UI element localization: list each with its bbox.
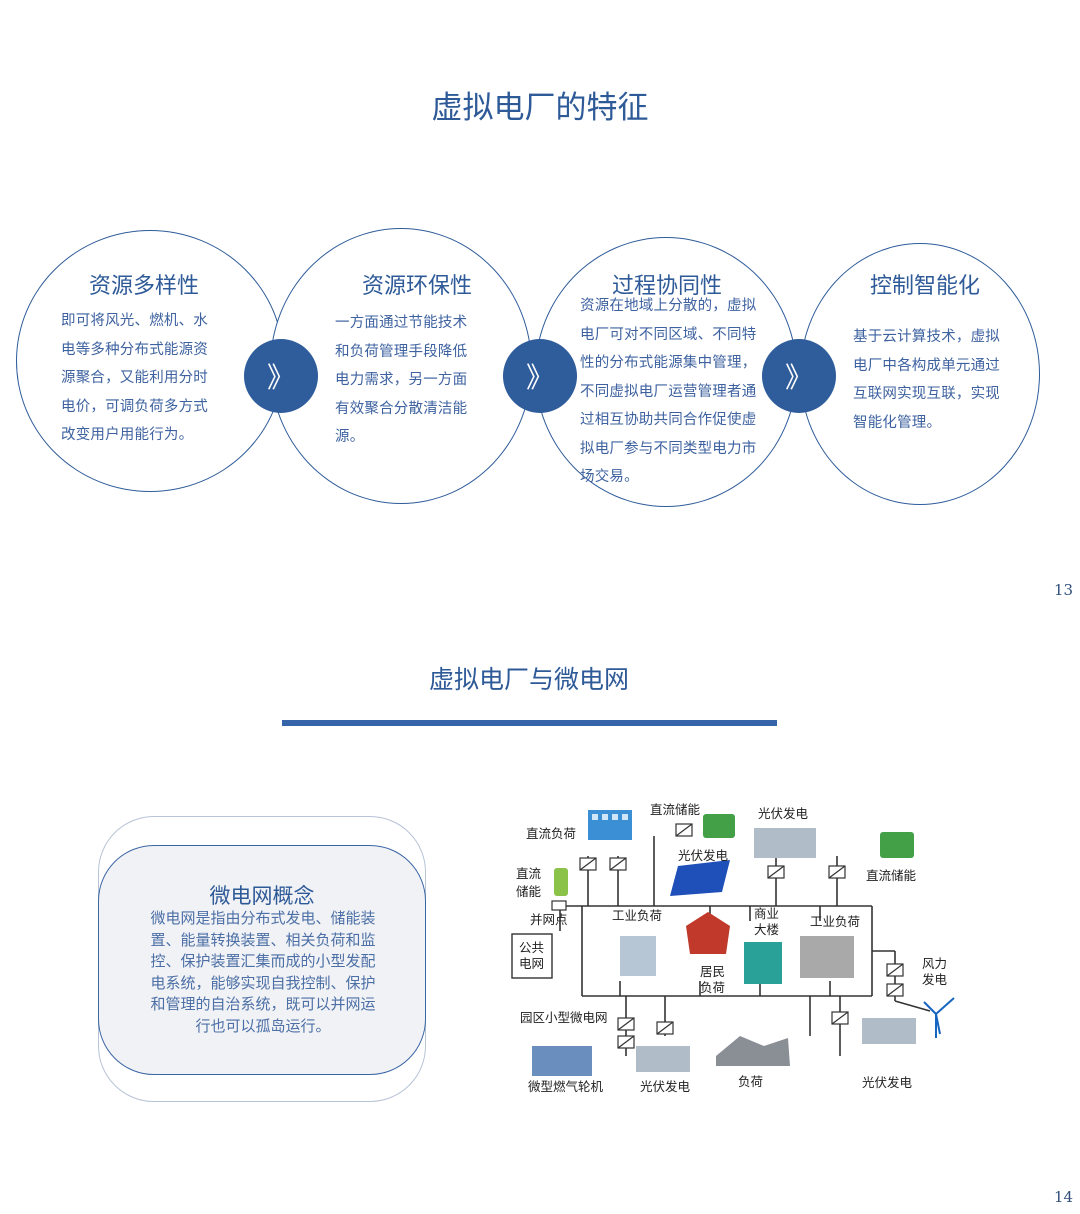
label-campus-microgrid: 园区小型微电网 xyxy=(520,1010,608,1025)
feature-title-2: 资源环保性 xyxy=(361,274,472,299)
slide14-title: 虚拟电厂与微电网 xyxy=(428,665,629,694)
feature-title-1: 资源多样性 xyxy=(88,274,199,299)
label-industrial-load-1: 工业负荷 xyxy=(612,908,662,923)
slide13-title: 虚拟电厂的特征 xyxy=(431,90,649,126)
label-micro-turbine: 微型燃气轮机 xyxy=(528,1079,604,1094)
label-load: 负荷 xyxy=(738,1074,763,1089)
microgrid-diagram: 直流负荷 直流储能 光伏发电 光伏发电 直流 储能 并网点 公共 电网 工业负荷… xyxy=(511,802,955,1094)
feature-text-2: 一方面通过节能技术 和负荷管理手段降低 电力需求，另一方面 有效聚合分散清洁能 … xyxy=(335,315,468,445)
label-public-grid-1: 公共 xyxy=(519,940,544,955)
label-commercial-2: 大楼 xyxy=(754,922,779,937)
feature-text-4: 基于云计算技术，虚拟 电厂中各构成单元通过 互联网实现互联，实现 智能化管理。 xyxy=(853,329,1000,431)
label-industrial-load-2: 工业负荷 xyxy=(810,914,860,929)
page-number-13: 13 xyxy=(1054,581,1074,599)
feature-text-1: 即可将风光、燃机、水 电等多种分布式能源资 源聚合，又能利用分时 电价，可调负荷… xyxy=(61,313,208,443)
chevron-right-icon: 》 xyxy=(503,339,577,413)
label-pv-bottom-1: 光伏发电 xyxy=(640,1079,691,1094)
feature-text-3: 资源在地域上分散的，虚拟 电厂可对不同区域、不同特 性的分布式能源集中管理， 不… xyxy=(580,298,757,485)
feature-title-4: 控制智能化 xyxy=(869,274,980,299)
concept-card xyxy=(98,845,426,1075)
label-commercial-1: 商业 xyxy=(754,906,779,921)
feature-circle-3 xyxy=(535,237,797,507)
feature-circle-4 xyxy=(800,243,1040,505)
label-wind-2: 发电 xyxy=(922,972,948,987)
label-residential-2: 负荷 xyxy=(700,980,725,995)
page-number-14: 14 xyxy=(1054,1188,1074,1206)
feature-title-3: 过程协同性 xyxy=(611,274,722,299)
label-dc-storage-right: 直流储能 xyxy=(866,868,917,883)
concept-title: 微电网概念 xyxy=(209,884,315,908)
concept-text: 微电网是指由分布式发电、储能装 置、能量转换装置、相关负荷和监 控、保护装置汇集… xyxy=(150,909,376,1035)
feature-circle-1 xyxy=(16,230,284,492)
chevron-right-icon: 》 xyxy=(244,339,318,413)
label-grid-point: 并网点 xyxy=(530,912,568,927)
label-pv-mid: 光伏发电 xyxy=(678,848,729,863)
label-pv-bottom-2: 光伏发电 xyxy=(862,1075,913,1090)
label-pv-top: 光伏发电 xyxy=(758,806,809,821)
label-residential-1: 居民 xyxy=(700,964,725,979)
label-dc-storage-left-2: 储能 xyxy=(516,884,542,899)
label-dc-load: 直流负荷 xyxy=(526,826,576,841)
label-wind-1: 风力 xyxy=(922,956,947,971)
chevron-right-icon: 》 xyxy=(762,339,836,413)
title-underline-bar xyxy=(282,720,777,726)
label-public-grid-2: 电网 xyxy=(519,956,544,971)
label-dc-storage-top: 直流储能 xyxy=(650,802,701,817)
label-dc-storage-left-1: 直流 xyxy=(516,866,542,881)
